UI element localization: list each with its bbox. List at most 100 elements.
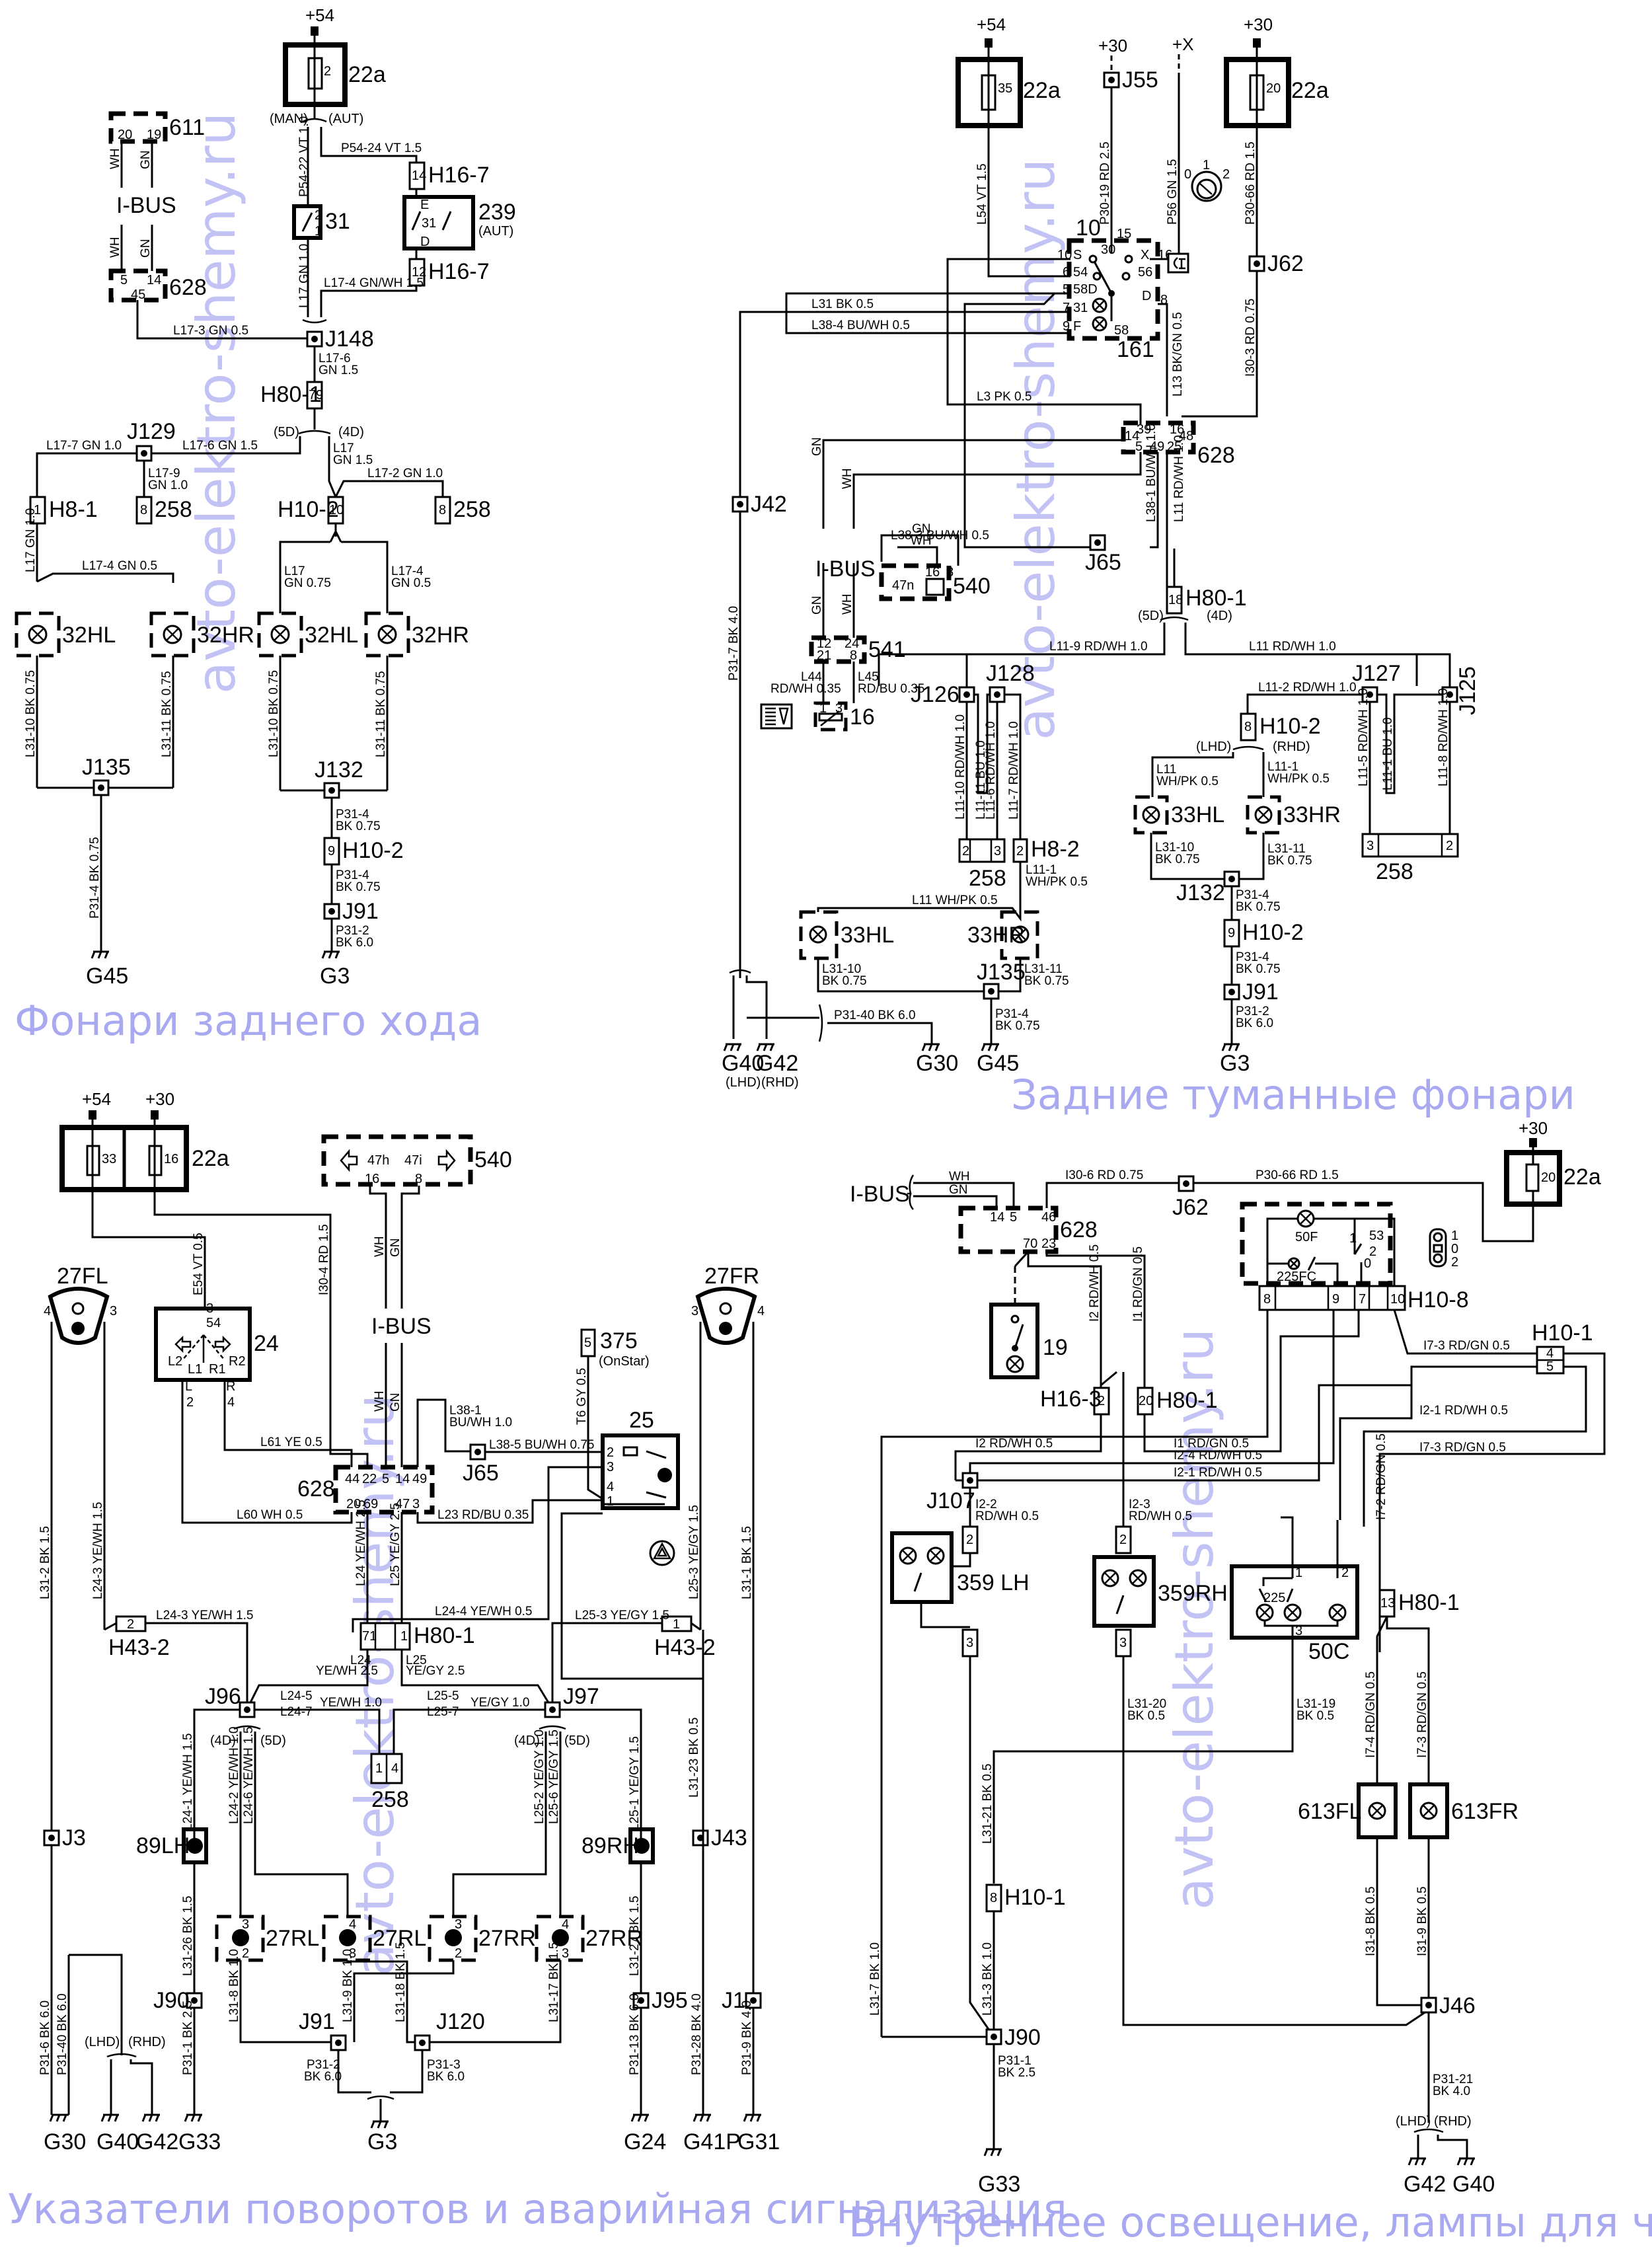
switch-25-label: 25 [629,1408,654,1433]
wire [1263,1620,1339,1627]
variant-brace [233,1725,261,1730]
pin: 14 [1125,429,1139,443]
ibus-wire-wh [913,1182,1015,1208]
wire [320,127,418,164]
pin: 4 [44,1304,51,1318]
pin: 8 [140,503,147,517]
fuse-number: 33 [102,1152,116,1166]
junction-dot [311,336,318,342]
junction-label: J65 [463,1461,499,1486]
lamp-icon [1009,1358,1021,1370]
wire [560,1708,642,1840]
supply-54-label: +54 [82,1089,111,1109]
lamp-27rr [552,1929,569,1946]
wire-label: I7-2 RD/GN 0.5 [1374,1433,1388,1520]
dial-position: 1 [1203,158,1210,172]
watermark: avto-elektro-shemy.ru [1164,1328,1225,1910]
wire [254,1732,349,1917]
connector-label: H10-2 [278,497,339,522]
wire [1393,1309,1537,1355]
wire [956,1384,1411,1482]
pin: 4 [349,1917,356,1932]
ground-icon [1221,1043,1240,1051]
pin: 3 [607,1460,614,1474]
wire-label: L11-5 RD/WH 1.0 [1357,688,1370,786]
junction-label: J62 [1172,1195,1209,1220]
section-title: Внутреннее освещение, лампы для чтения [848,2198,1652,2246]
connector-label: 258 [453,497,491,522]
pin: 12 [412,265,426,280]
watermark: avto-elektro-shemy.ru [1005,159,1067,740]
junction-label: J127 [1352,661,1401,686]
wire-label: RD/WH 0.5 [1129,1509,1192,1523]
wire-label: WH [108,148,122,169]
wire-label: YE/WH 2.5 [316,1664,378,1678]
pin: 24 [845,636,859,651]
wire-label: P30-66 RD 1.5 [1256,1168,1339,1182]
ground-label: G31 [737,2129,780,2154]
wire-label: I31-8 BK 0.5 [1364,1886,1378,1956]
junction-dot [1108,77,1115,83]
wire-label: L11 WH/PK 0.5 [912,894,998,907]
wire-label: E54 VT 0.5 [192,1233,206,1295]
pin: L1 [188,1362,202,1377]
ibus-wire-gn [913,1195,998,1208]
wire-label: GN 1.5 [333,453,373,467]
wire-label: L31-26 BK 1.5 [181,1896,195,1976]
pin: 7 [1359,1292,1366,1307]
pin: 1 [673,1617,680,1632]
lamp-27rr [445,1929,462,1946]
wire-label: GN [389,1238,402,1258]
pin: 5 [1010,1210,1017,1225]
ground-label: G42 [1404,2172,1446,2197]
connector-label: H80-1 [1185,586,1247,611]
lamp-icon [1300,1213,1312,1225]
wire-label: L11-8 RD/WH 1.0 [1437,688,1450,786]
section-title: Задние туманные фонари [1011,1071,1575,1119]
wire-label: BK 0.75 [1236,900,1281,914]
wire [91,1120,206,1309]
junction-label: J96 [205,1684,241,1709]
wire [254,1708,381,1755]
lamp-icon [166,628,179,641]
wire-label: L31-11 BK 0.75 [374,671,388,757]
pin: 13 [1380,1596,1395,1611]
variant-brace [1160,616,1189,621]
wire [817,958,1022,993]
wire-label: BK 0.75 [1267,854,1312,868]
wire-label: BK 0.75 [336,819,381,833]
lamp-27fr-housing [695,1287,757,1345]
lamp-32hl-housing [257,611,303,658]
pin: 3 [1367,839,1374,853]
pin: 8 [439,503,446,517]
fuse-number: 2 [324,64,331,79]
switch-contact [1286,1588,1294,1603]
pin: 3 [455,1917,462,1932]
rheostat-16 [813,701,848,732]
wire [974,693,990,794]
pin: 3 [1119,1636,1127,1650]
ground-label: G45 [977,1051,1019,1076]
module-628 [333,1465,435,1515]
wire-label: L61 YE 0.5 [260,1435,322,1449]
switch-contact [1092,258,1113,294]
connector-258 [1361,833,1459,858]
wire-label: WH/PK 0.5 [1267,772,1330,786]
lamp-label: 27RL [373,1926,426,1951]
pin: S [1073,248,1082,262]
wire [1437,2135,1468,2158]
arrow-right-icon [437,1149,456,1172]
pin: 79 [309,388,323,402]
pin: 14 [990,1210,1004,1225]
pin: 16 [1170,422,1184,437]
switch-label: 225 [1263,1591,1285,1605]
lamp-label: 33HL [1171,802,1224,827]
wire [878,623,1166,686]
wire-label: L13 BK/GN 0.5 [1171,312,1185,397]
wire-label: T6 GY 0.5 [575,1368,589,1425]
variant-4d: (4D) [338,425,364,439]
ibus-wire-wh [897,546,938,566]
wire [328,436,337,498]
wire [223,1380,353,1467]
wire-label: I2-2 [975,1498,997,1511]
